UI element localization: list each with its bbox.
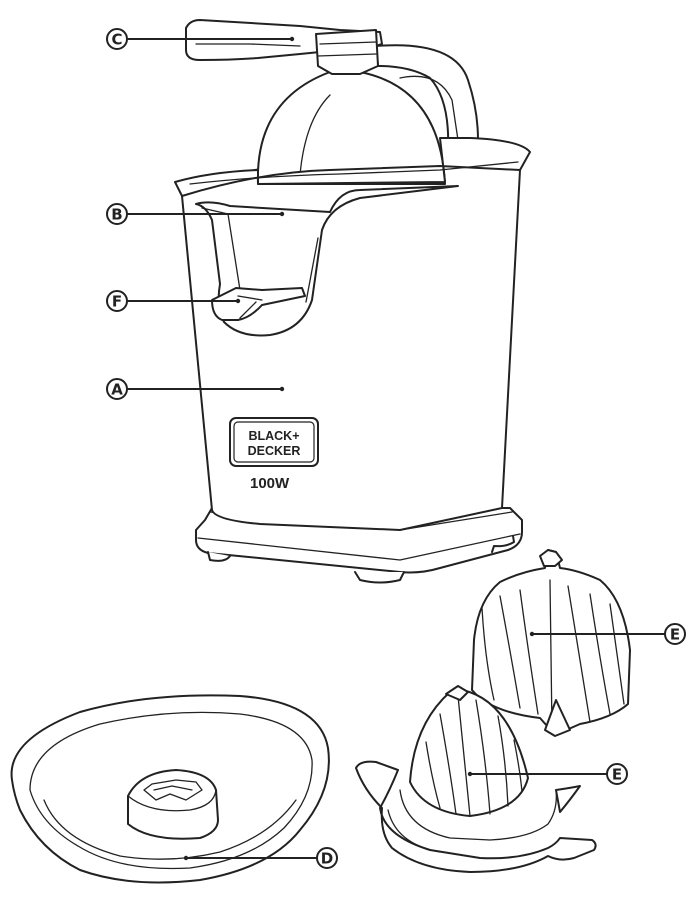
label-b: B xyxy=(106,203,128,225)
drip-stop xyxy=(211,287,306,321)
drip-tray-bowl xyxy=(10,694,330,884)
label-e1: E xyxy=(664,623,686,645)
large-reamer-cone xyxy=(471,549,631,737)
label-b-text: B xyxy=(111,206,122,224)
label-a: A xyxy=(106,378,128,400)
label-e2: E xyxy=(606,763,628,785)
logo-line2: DECKER xyxy=(248,444,301,458)
label-c-text: C xyxy=(111,31,122,49)
label-e2-text: E xyxy=(612,766,622,784)
label-c: C xyxy=(106,28,128,50)
label-a-text: A xyxy=(111,381,123,399)
logo-line1: BLACK+ xyxy=(248,429,299,443)
small-reamer-with-strainer xyxy=(355,685,597,873)
wattage-text: 100W xyxy=(250,475,290,492)
juicer-body-group: BLACK+ DECKER 100W xyxy=(174,19,531,584)
label-f: F xyxy=(106,290,128,312)
label-d: D xyxy=(316,847,338,869)
brand-logo: BLACK+ DECKER xyxy=(229,417,319,467)
label-e1-text: E xyxy=(670,626,680,644)
leader-lines xyxy=(127,36,665,861)
label-f-text: F xyxy=(112,293,122,311)
top-rim xyxy=(174,137,531,197)
label-d-text: D xyxy=(321,850,333,868)
